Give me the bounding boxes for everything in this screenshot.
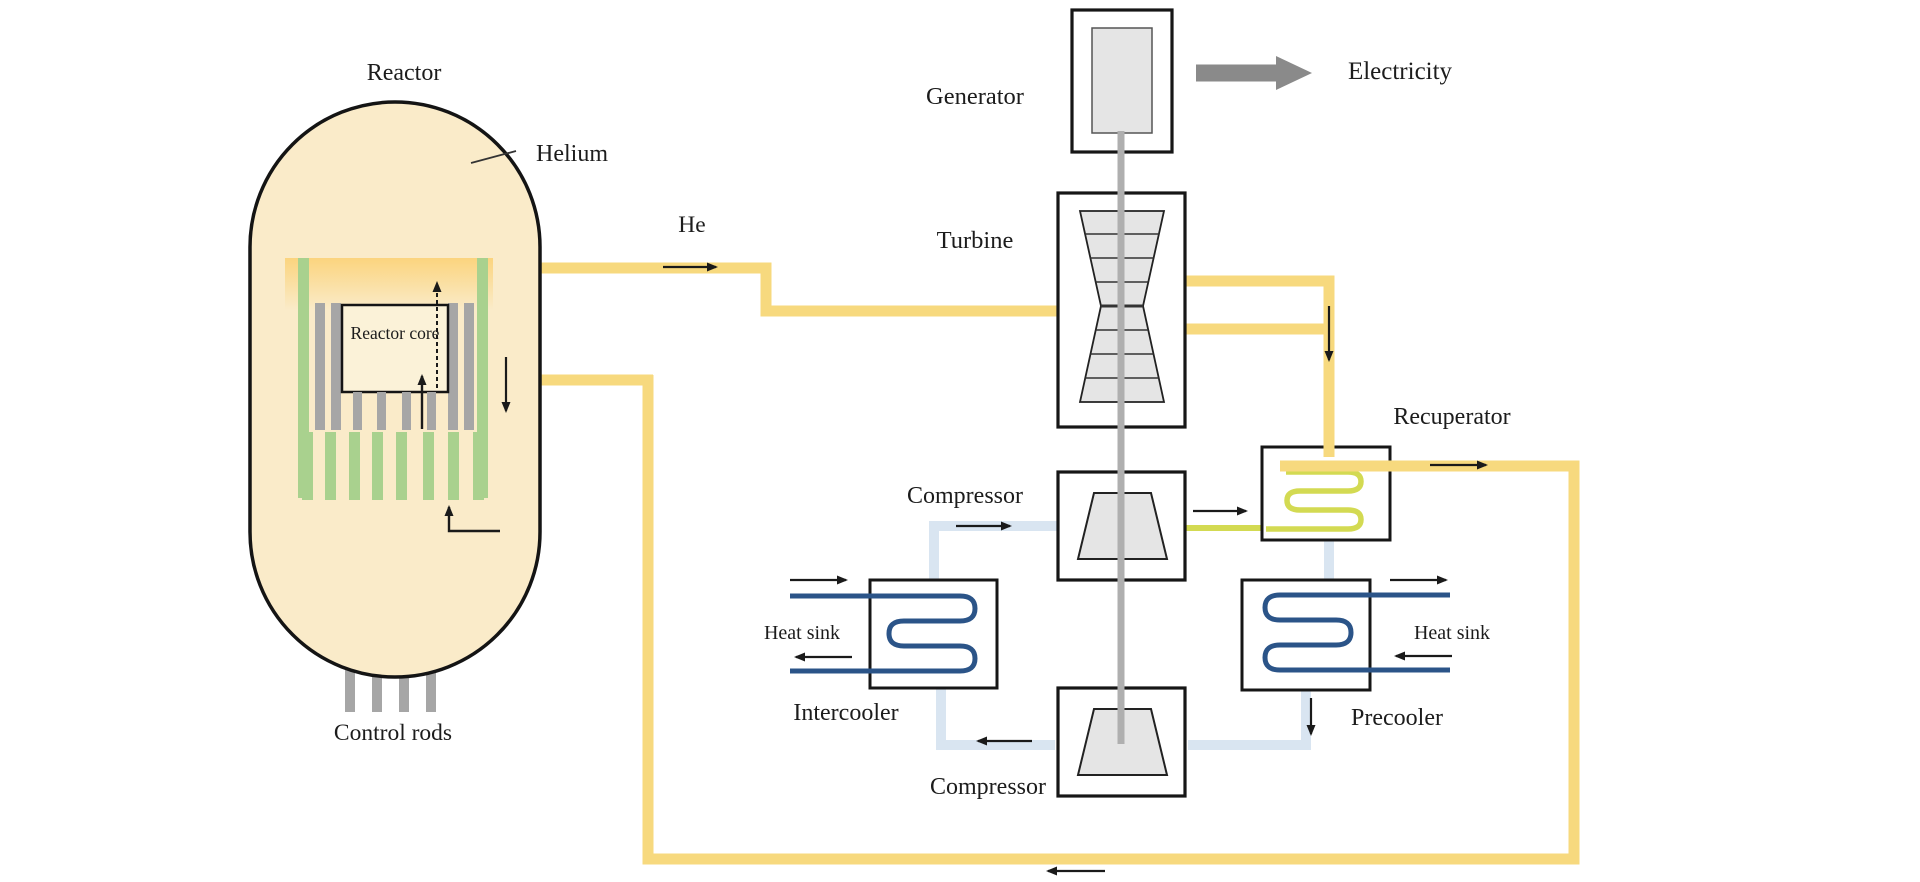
heat-exchanger-coils <box>790 469 1450 674</box>
precooler-to-compressor-pipe <box>1188 686 1311 750</box>
reactor-core-internals <box>285 258 493 500</box>
helium-pointer-line <box>470 150 517 164</box>
lower-plenum-elbow-arrow <box>444 505 500 533</box>
reactor-core-box <box>340 303 450 394</box>
electricity-label: Electricity <box>1347 58 1453 85</box>
reactor-core-label: Reactor core <box>350 323 440 343</box>
cycle-pipes <box>929 275 1335 750</box>
intercooler-coil <box>790 593 978 674</box>
machine-boxes <box>868 8 1392 798</box>
flow-arrows <box>663 262 1488 876</box>
he-label: He <box>678 212 706 238</box>
intercooler-to-compressor-pipe <box>929 521 1063 585</box>
compressor-bottom-label: Compressor <box>930 774 1046 800</box>
heat-sink-right-label: Heat sink <box>1413 622 1491 644</box>
control-rod-stubs <box>345 658 436 712</box>
hot-plenum-band <box>285 258 493 310</box>
reactor-label: Reactor <box>366 60 442 86</box>
helium-label: Helium <box>536 141 608 167</box>
recuperator-coil <box>1266 469 1364 532</box>
generator-label: Generator <box>926 83 1024 110</box>
compressor-top-label: Compressor <box>907 483 1023 509</box>
vessel-flow-arrows <box>417 281 511 533</box>
electricity-arrow <box>1196 56 1312 90</box>
precooler-label: Precooler <box>1351 705 1443 731</box>
generator-core <box>1091 27 1153 134</box>
control-rods-label: Control rods <box>333 720 453 746</box>
turbine-label: Turbine <box>936 227 1014 254</box>
heat-sink-left-label: Heat sink <box>763 622 841 644</box>
intercooler-label: Intercooler <box>793 700 899 726</box>
recuperator-label: Recuperator <box>1393 404 1511 430</box>
turbine-exhaust-pipe-upper <box>1182 275 1335 450</box>
hot-helium-pipe-reactor-to-turbine <box>528 262 1064 317</box>
compressor-to-intercooler-pipe <box>936 686 1055 750</box>
precooler-coil <box>1262 592 1450 673</box>
